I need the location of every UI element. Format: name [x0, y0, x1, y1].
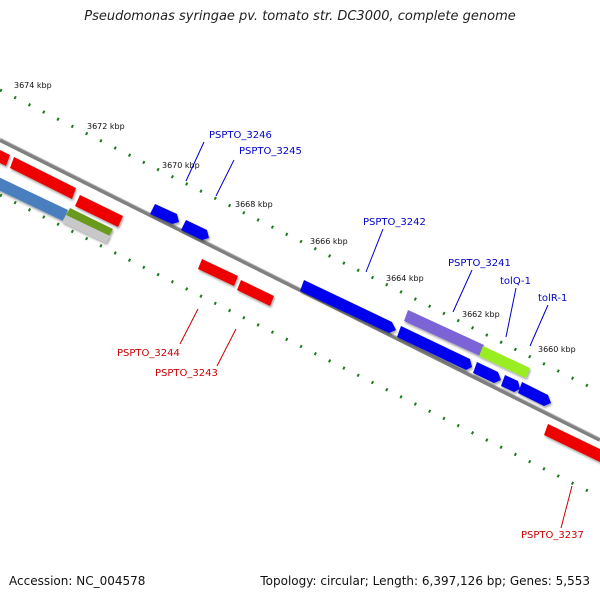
gene-arrow-PSPTO_3241[interactable] [404, 310, 484, 356]
gene-label[interactable]: PSPTO_3246 [209, 130, 272, 141]
map-title: Pseudomonas syringae pv. tomato str. DC3… [84, 9, 516, 24]
tick-label: 3664 kbp [386, 274, 424, 283]
topology-label: Topology: circular; Length: 6,397,126 bp… [260, 574, 590, 588]
gene-label[interactable]: PSPTO_3242 [363, 217, 426, 228]
gene-arrow[interactable] [66, 208, 113, 236]
gene-arrow-PSPTO_3246[interactable] [150, 204, 179, 224]
leader-line [560, 485, 573, 529]
gene-arrow[interactable] [0, 148, 10, 166]
gene-arrow[interactable] [10, 157, 76, 199]
gene-arrow-PSPTO_3244[interactable] [198, 259, 238, 286]
tick-label: 3668 kbp [235, 200, 273, 209]
leader-line [185, 141, 205, 182]
gene-arrow[interactable] [75, 195, 123, 227]
gene-arrow-PSPTO_3242[interactable] [300, 280, 396, 333]
gene-arrow-tolQ-1[interactable] [479, 346, 530, 378]
tick-label: 3672 kbp [87, 122, 125, 131]
leader-line [529, 304, 549, 347]
gene-arrow-PSPTO_3237[interactable] [544, 424, 600, 462]
gene-arrow[interactable] [62, 215, 110, 243]
gene-arrow[interactable] [397, 326, 472, 370]
leader-line [505, 287, 517, 338]
gene-label[interactable]: PSPTO_3245 [239, 146, 302, 157]
gene-label[interactable]: tolR-1 [538, 293, 567, 304]
tick-label: 3660 kbp [538, 345, 576, 354]
gene-arrow-tolR-1[interactable] [518, 382, 551, 406]
gene-arrow-PSPTO_3243[interactable] [237, 280, 274, 306]
gene-arrow[interactable] [0, 174, 68, 221]
gene-arrow[interactable] [501, 375, 520, 392]
gene-label[interactable]: PSPTO_3244 [117, 348, 180, 359]
tick-ring-lower [0, 193, 600, 499]
tick-label: 3666 kbp [310, 237, 348, 246]
accession-label: Accession: NC_004578 [9, 574, 146, 588]
gene-arrow[interactable] [473, 362, 501, 383]
gene-arrow-PSPTO_3245[interactable] [181, 220, 209, 240]
leader-line [452, 269, 473, 313]
genome-backbone-highlight [0, 137, 600, 439]
gene-label[interactable]: PSPTO_3237 [521, 530, 584, 541]
leader-line [215, 159, 235, 197]
leader-line [216, 328, 237, 367]
tick-label: 3670 kbp [162, 161, 200, 170]
gene-label[interactable]: PSPTO_3243 [155, 368, 218, 379]
leader-line [179, 308, 199, 345]
gene-label[interactable]: PSPTO_3241 [448, 258, 511, 269]
gene-label[interactable]: tolQ-1 [500, 276, 531, 287]
tick-label: 3674 kbp [14, 81, 52, 90]
genome-backbone [0, 138, 600, 442]
tick-label: 3662 kbp [462, 310, 500, 319]
leader-line [365, 228, 384, 273]
